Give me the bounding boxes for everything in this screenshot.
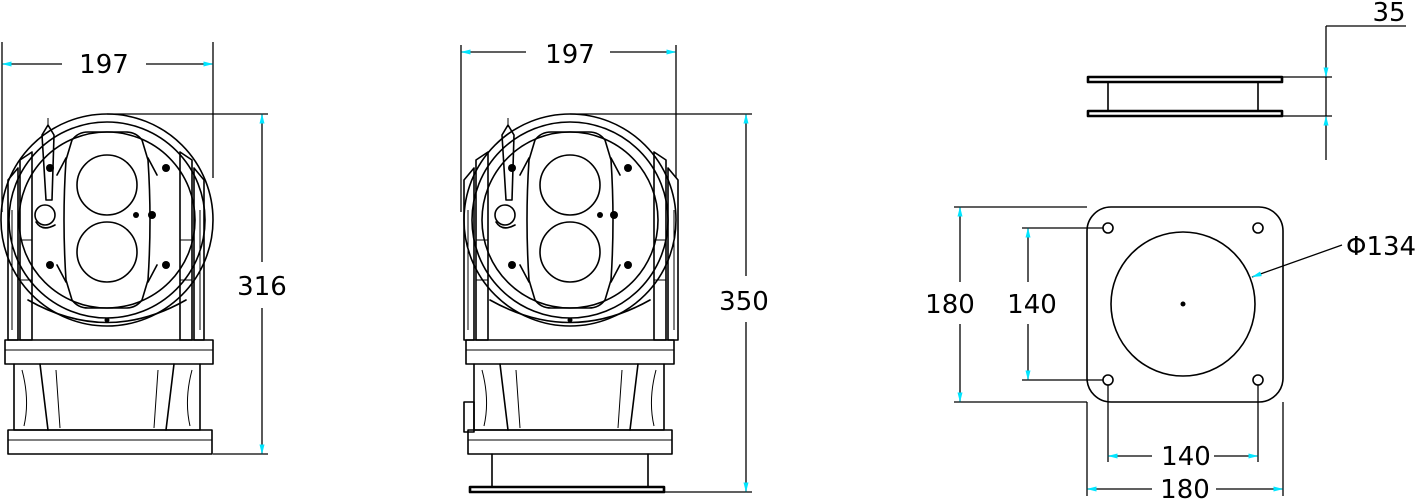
- plate-outer-vertical-dimension: 180: [925, 206, 1087, 403]
- plate-side-view: [1086, 75, 1284, 118]
- plate-outer-horizontal-label: 180: [1160, 475, 1210, 500]
- plate-hole-vertical-dimension: 140: [1007, 227, 1103, 381]
- plate-outer-vertical-label: 180: [925, 290, 975, 320]
- plate-hole-vertical-label: 140: [1007, 290, 1057, 320]
- plate-thickness-dimension: 35: [1282, 0, 1406, 160]
- front-height-dimension: 316: [107, 113, 287, 455]
- side-width-label: 197: [545, 40, 595, 70]
- plate-diameter-dimension: Φ134: [1251, 232, 1416, 278]
- plate-diameter-label: Φ134: [1346, 232, 1416, 262]
- side-width-dimension: 197: [460, 40, 677, 212]
- front-width-dimension: 197: [1, 42, 214, 212]
- side-height-label: 350: [719, 287, 769, 317]
- front-height-label: 316: [237, 272, 287, 302]
- side-height-dimension: 350: [570, 113, 769, 493]
- plate-outer-horizontal-dimension: 180: [1086, 402, 1284, 500]
- plate-top-view: [1086, 206, 1284, 403]
- front-view-camera: [0, 113, 214, 455]
- plate-thickness-label: 35: [1372, 0, 1405, 28]
- side-view-camera: [463, 113, 679, 494]
- plate-hole-horizontal-label: 140: [1161, 442, 1211, 472]
- front-width-label: 197: [79, 50, 129, 80]
- plate-hole-horizontal-dimension: 140: [1107, 385, 1259, 472]
